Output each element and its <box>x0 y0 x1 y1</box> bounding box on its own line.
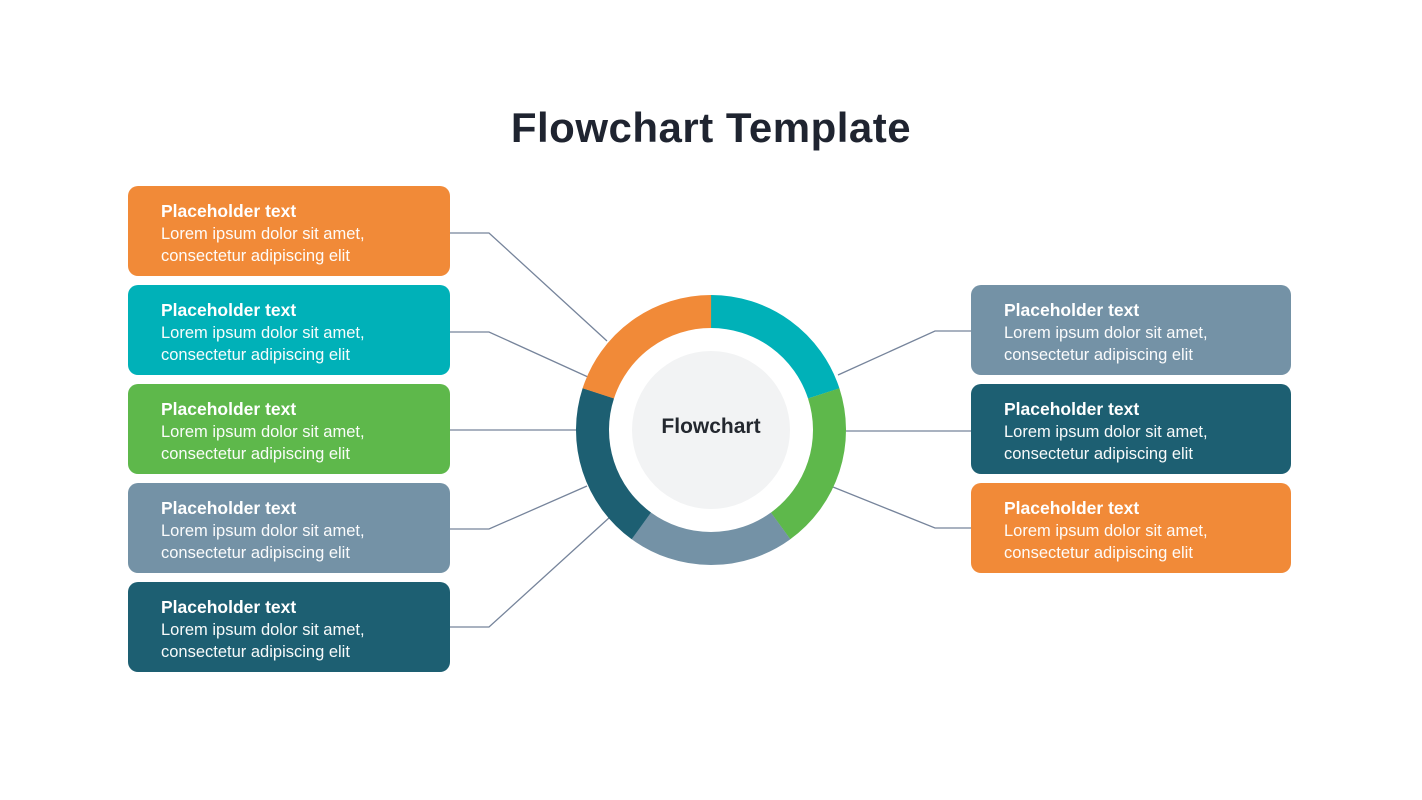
box-title: Placeholder text <box>161 300 297 320</box>
connector-right-1 <box>837 330 971 376</box>
box-title: Placeholder text <box>1004 498 1140 518</box>
ring-segment-green <box>576 295 846 565</box>
ring-segment-orange <box>576 295 846 565</box>
center-label: Flowchart <box>661 415 761 438</box>
box-title: Placeholder text <box>1004 399 1140 419</box>
donut-ring <box>576 295 846 565</box>
donut-inner-circle <box>632 351 790 509</box>
box-title: Placeholder text <box>161 498 297 518</box>
box-body: Lorem ipsum dolor sit amet, consectetur … <box>161 225 365 265</box>
box-body: Lorem ipsum dolor sit amet, consectetur … <box>161 621 365 661</box>
info-box-left-3: Placeholder text Lorem ipsum dolor sit a… <box>128 384 450 474</box>
connector-left-5 <box>450 516 611 628</box>
box-title: Placeholder text <box>161 597 297 617</box>
connector-right-3 <box>832 486 971 529</box>
info-box-right-1: Placeholder text Lorem ipsum dolor sit a… <box>971 285 1291 375</box>
box-body: Lorem ipsum dolor sit amet, consectetur … <box>1004 423 1208 463</box>
connector-lines <box>450 232 971 628</box>
box-body: Lorem ipsum dolor sit amet, consectetur … <box>161 423 365 463</box>
page-title: Flowchart Template <box>510 104 912 151</box>
box-title: Placeholder text <box>1004 300 1140 320</box>
box-body: Lorem ipsum dolor sit amet, consectetur … <box>161 324 365 364</box>
connector-left-2 <box>450 331 589 378</box>
info-box-left-5: Placeholder text Lorem ipsum dolor sit a… <box>128 582 450 672</box>
box-body: Lorem ipsum dolor sit amet, consectetur … <box>1004 522 1208 562</box>
info-box-left-4: Placeholder text Lorem ipsum dolor sit a… <box>128 483 450 573</box>
info-box-right-3: Placeholder text Lorem ipsum dolor sit a… <box>971 483 1291 573</box>
box-title: Placeholder text <box>161 399 297 419</box>
connector-left-4 <box>450 485 588 530</box>
info-box-right-2: Placeholder text Lorem ipsum dolor sit a… <box>971 384 1291 474</box>
info-box-left-2: Placeholder text Lorem ipsum dolor sit a… <box>128 285 450 375</box>
box-body: Lorem ipsum dolor sit amet, consectetur … <box>161 522 365 562</box>
connector-left-1 <box>450 232 608 342</box>
box-body: Lorem ipsum dolor sit amet, consectetur … <box>1004 324 1208 364</box>
info-box-left-1: Placeholder text Lorem ipsum dolor sit a… <box>128 186 450 276</box>
ring-segment-slate <box>576 295 846 565</box>
box-title: Placeholder text <box>161 201 297 221</box>
